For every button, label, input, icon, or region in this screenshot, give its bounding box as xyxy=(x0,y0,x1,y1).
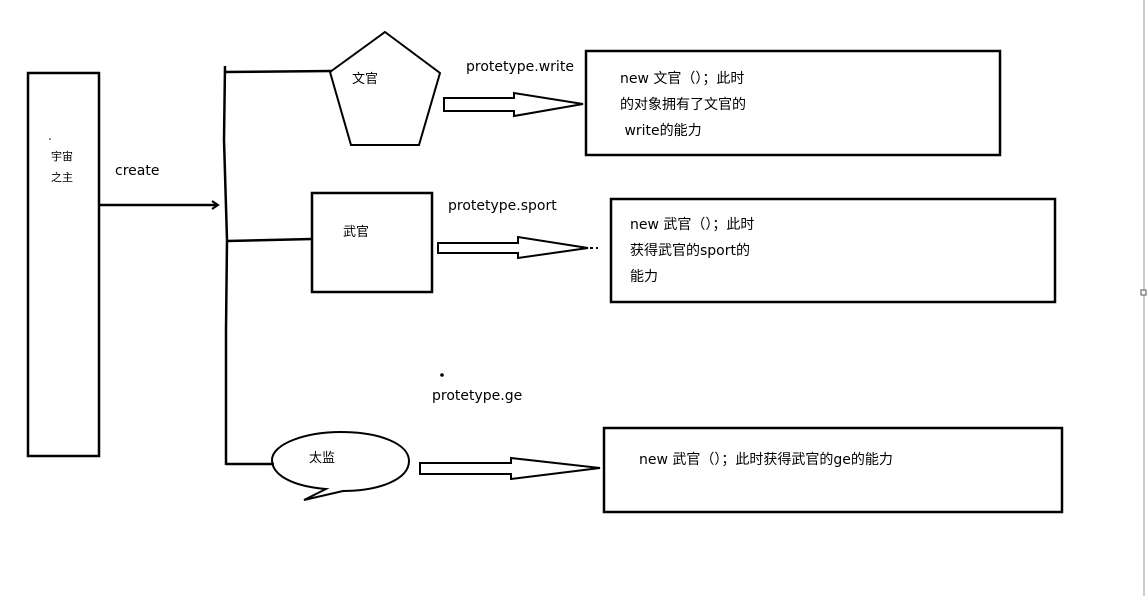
wenguan-node-shape[interactable] xyxy=(328,30,442,146)
stray-dot-small xyxy=(49,138,51,140)
wuguan-node-shape[interactable] xyxy=(310,191,434,294)
taijian-node-label: 太监 xyxy=(309,451,336,466)
wuguan-node-label: 武官 xyxy=(343,225,370,240)
ge-result-text: new 武官（）；此时获得武官的ge的能力 xyxy=(639,447,893,473)
sport-result-line: 能力 xyxy=(630,269,658,285)
wenguan-node-label: 文官 xyxy=(352,72,379,87)
write-result-line: new 文官（）；此时 xyxy=(620,71,745,87)
branch-wuguan xyxy=(226,237,313,243)
sport-result-line: 获得武官的sport的 xyxy=(630,243,750,259)
write-result-line: write的能力 xyxy=(620,123,702,139)
sport-result-line: new 武官（）；此时 xyxy=(630,217,755,233)
ge-result-line: new 武官（）；此时获得武官的ge的能力 xyxy=(639,452,893,468)
ge-edge-label: protetype.ge xyxy=(432,388,523,404)
branch-wenguan xyxy=(224,69,333,74)
sport-edge-label: protetype.sport xyxy=(448,198,557,214)
root-node-label-line2: 之主 xyxy=(51,171,73,184)
stray-dot xyxy=(440,373,444,377)
sport-block-arrow xyxy=(437,235,589,260)
write-result-text: new 文官（）；此时 的对象拥有了文官的 write的能力 xyxy=(620,66,746,144)
resize-handle[interactable] xyxy=(1140,289,1147,296)
root-node-label-line1: 宇宙 xyxy=(51,150,73,163)
write-block-arrow xyxy=(443,91,584,118)
write-result-box[interactable] xyxy=(584,49,1002,157)
taijian-node-shape[interactable] xyxy=(270,430,411,501)
sport-result-box[interactable] xyxy=(609,197,1057,304)
sport-result-text: new 武官（）；此时 获得武官的sport的 能力 xyxy=(630,212,754,290)
ge-block-arrow xyxy=(419,456,601,481)
ge-result-box[interactable] xyxy=(602,426,1064,514)
write-edge-label: protetype.write xyxy=(466,59,574,75)
write-result-line: 的对象拥有了文官的 xyxy=(620,97,746,113)
root-node-shape[interactable] xyxy=(26,71,101,458)
create-arrowhead xyxy=(211,200,220,210)
create-edge-label: create xyxy=(115,163,160,179)
branch-bus xyxy=(222,65,229,465)
